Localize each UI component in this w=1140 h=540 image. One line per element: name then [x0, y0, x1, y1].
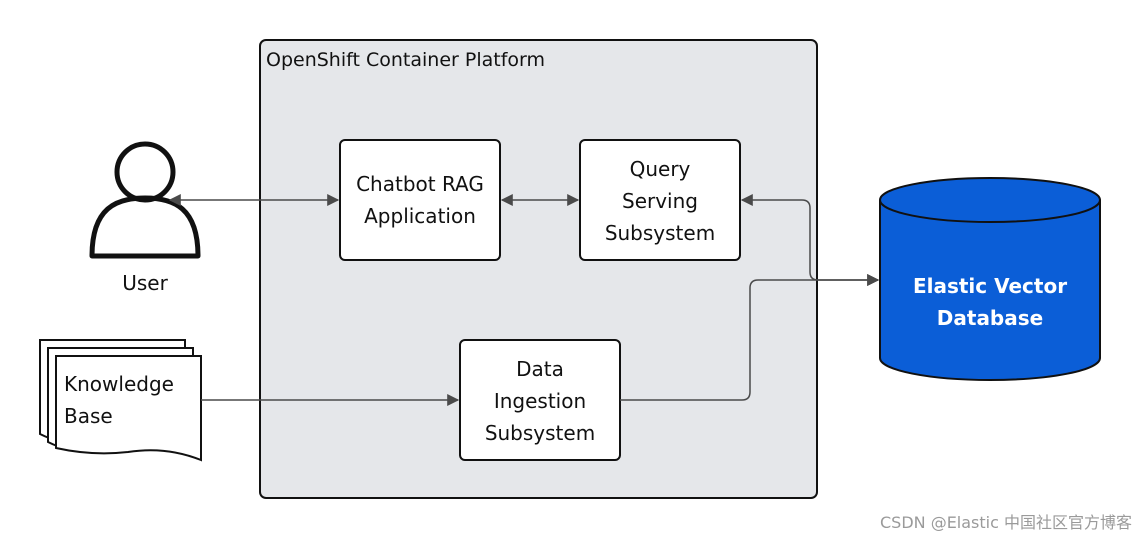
user-actor: User — [89, 141, 201, 295]
chatbot-rag-application-node: Chatbot RAG Application — [339, 139, 501, 261]
connectors — [168, 194, 880, 406]
user-label: User — [122, 271, 168, 295]
database-cylinder-top — [879, 177, 1101, 223]
elastic-vector-database-node: Elastic Vector Database — [879, 177, 1101, 381]
user-icon — [114, 141, 176, 203]
knowledge-base-documents: Knowledge Base — [39, 339, 202, 462]
ingestion-label-line1: Data — [516, 357, 564, 381]
chatbot-label-line1: Chatbot RAG — [356, 172, 484, 196]
query-node-box — [579, 139, 741, 261]
chatbot-label-line2: Application — [364, 204, 476, 228]
knowledge-base-label-line2: Base — [64, 404, 113, 428]
user-body-icon — [89, 195, 201, 259]
query-label-line2: Serving — [622, 189, 698, 213]
ingestion-label-line2: Ingestion — [494, 389, 586, 413]
database-label-line1: Elastic Vector — [913, 274, 1067, 298]
database-cylinder-body — [879, 200, 1101, 381]
query-label-line3: Subsystem — [605, 221, 715, 245]
document-icon-front — [55, 355, 202, 462]
data-ingestion-subsystem-node: Data Ingestion Subsystem — [459, 339, 621, 461]
knowledge-base-label-line1: Knowledge — [64, 372, 174, 396]
connector-ingestion-database — [620, 274, 880, 401]
ingestion-label-line3: Subsystem — [485, 421, 595, 445]
database-label-line2: Database — [937, 306, 1043, 330]
query-serving-subsystem-node: Query Serving Subsystem — [579, 139, 741, 261]
query-label-line1: Query — [630, 157, 691, 181]
watermark-text: CSDN @Elastic 中国社区官方博客 — [880, 513, 1132, 532]
chatbot-node-box — [339, 139, 501, 261]
platform-title: OpenShift Container Platform — [266, 49, 545, 71]
